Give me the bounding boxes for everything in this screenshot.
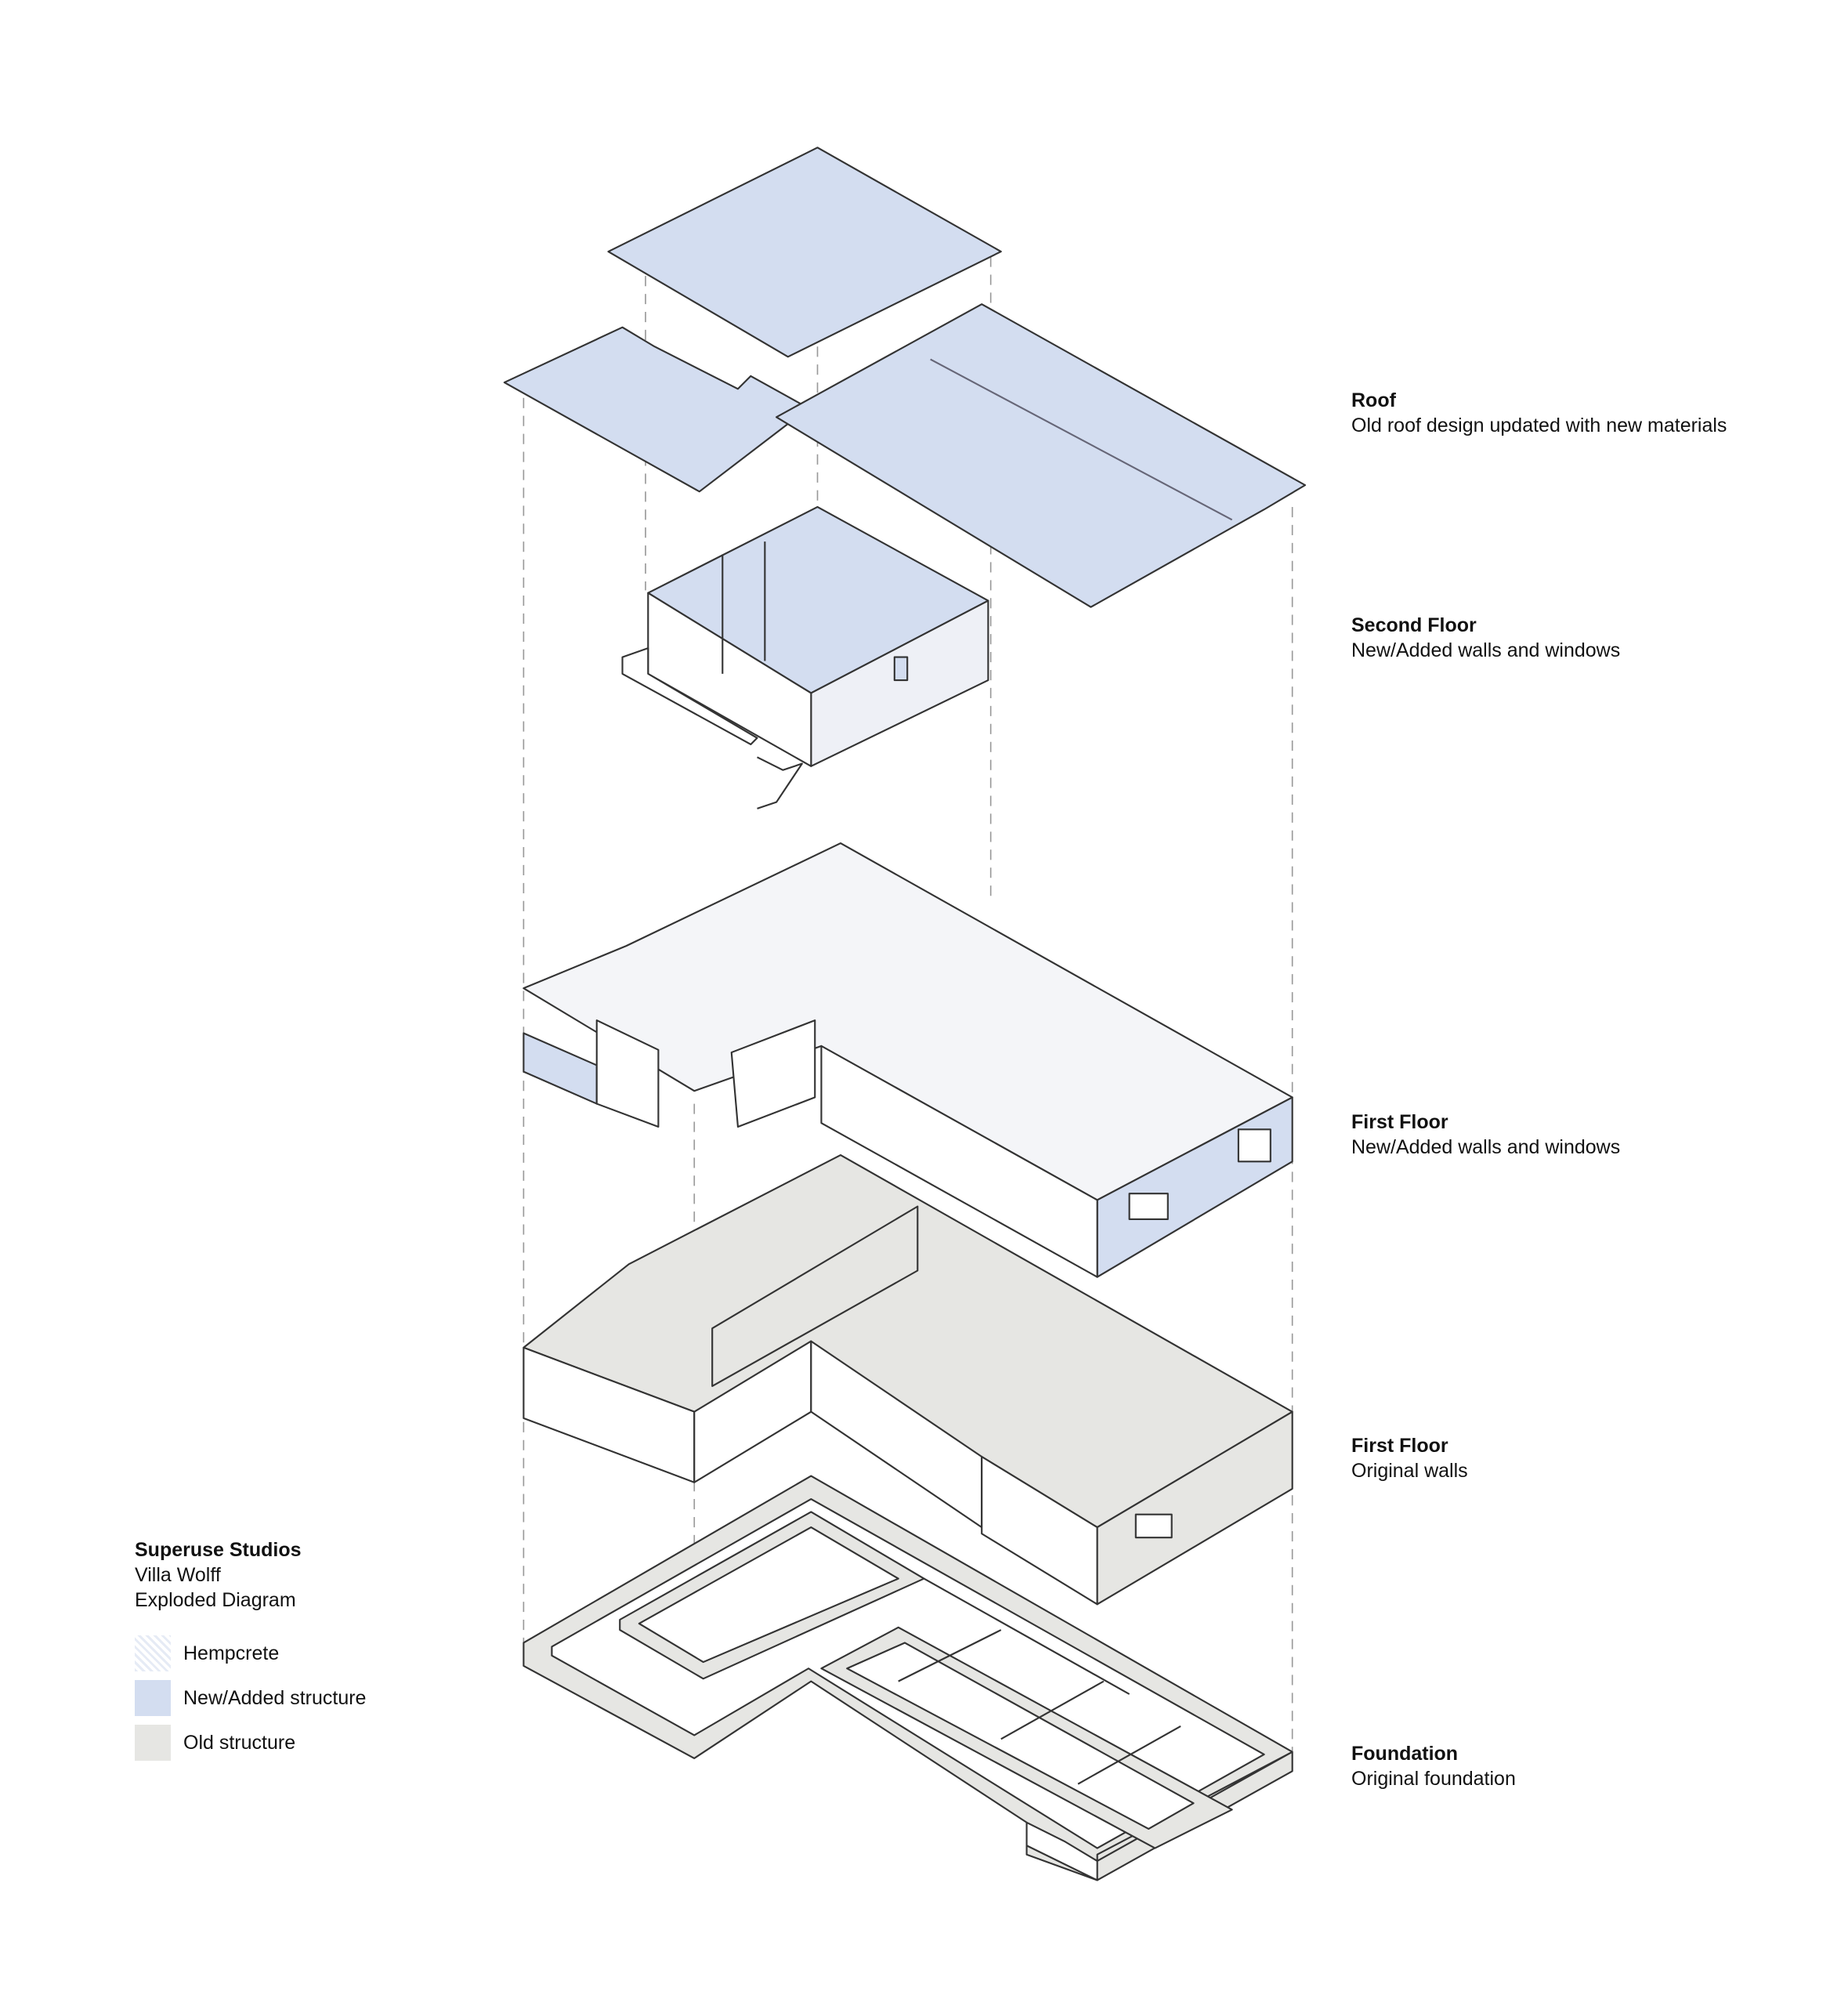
legend-label: Old structure <box>183 1732 296 1754</box>
roof-left-slab <box>503 326 810 493</box>
layer-description: New/Added walls and windows <box>1351 639 1621 661</box>
diagram-type: Exploded Diagram <box>135 1589 296 1611</box>
roof-right-slab <box>776 303 1307 608</box>
layer-description: New/Added walls and windows <box>1351 1136 1621 1158</box>
studio-name: Superuse Studios <box>135 1539 302 1561</box>
legend-label: New/Added structure <box>183 1687 367 1709</box>
foundation <box>523 1475 1293 1881</box>
layer-label-first-floor-new: First Floor New/Added walls and windows <box>1351 1110 1620 1160</box>
layer-label-roof: Roof Old roof design updated with new ma… <box>1351 388 1727 438</box>
layer-title: Foundation <box>1351 1743 1459 1765</box>
project-name: Villa Wolff <box>135 1564 221 1586</box>
legend: Superuse Studios Villa Wolff Exploded Di… <box>135 1537 366 1761</box>
layer-description: Original walls <box>1351 1460 1468 1482</box>
new-structure-swatch <box>135 1680 171 1716</box>
second-floor <box>621 505 989 809</box>
first-floor-new <box>523 842 1293 1278</box>
layer-description: Original foundation <box>1351 1768 1516 1790</box>
legend-label: Hempcrete <box>183 1642 280 1664</box>
first-floor-original <box>523 1154 1293 1606</box>
legend-item-old-structure: Old structure <box>135 1725 448 1761</box>
layer-title: Roof <box>1351 389 1396 411</box>
layer-title: Second Floor <box>1351 614 1477 636</box>
layer-label-second-floor: Second Floor New/Added walls and windows <box>1351 613 1620 663</box>
legend-item-hempcrete: Hempcrete <box>135 1635 448 1671</box>
layer-description: Old roof design updated with new materia… <box>1351 415 1727 436</box>
layer-label-first-floor-original: First Floor Original walls <box>1351 1433 1468 1483</box>
legend-item-new-structure: New/Added structure <box>135 1680 448 1716</box>
hempcrete-swatch <box>135 1635 171 1671</box>
layer-label-foundation: Foundation Original foundation <box>1351 1741 1516 1791</box>
roof-upper-slab <box>607 147 1002 358</box>
layer-title: First Floor <box>1351 1111 1448 1133</box>
layer-title: First Floor <box>1351 1435 1448 1457</box>
old-structure-swatch <box>135 1725 171 1761</box>
